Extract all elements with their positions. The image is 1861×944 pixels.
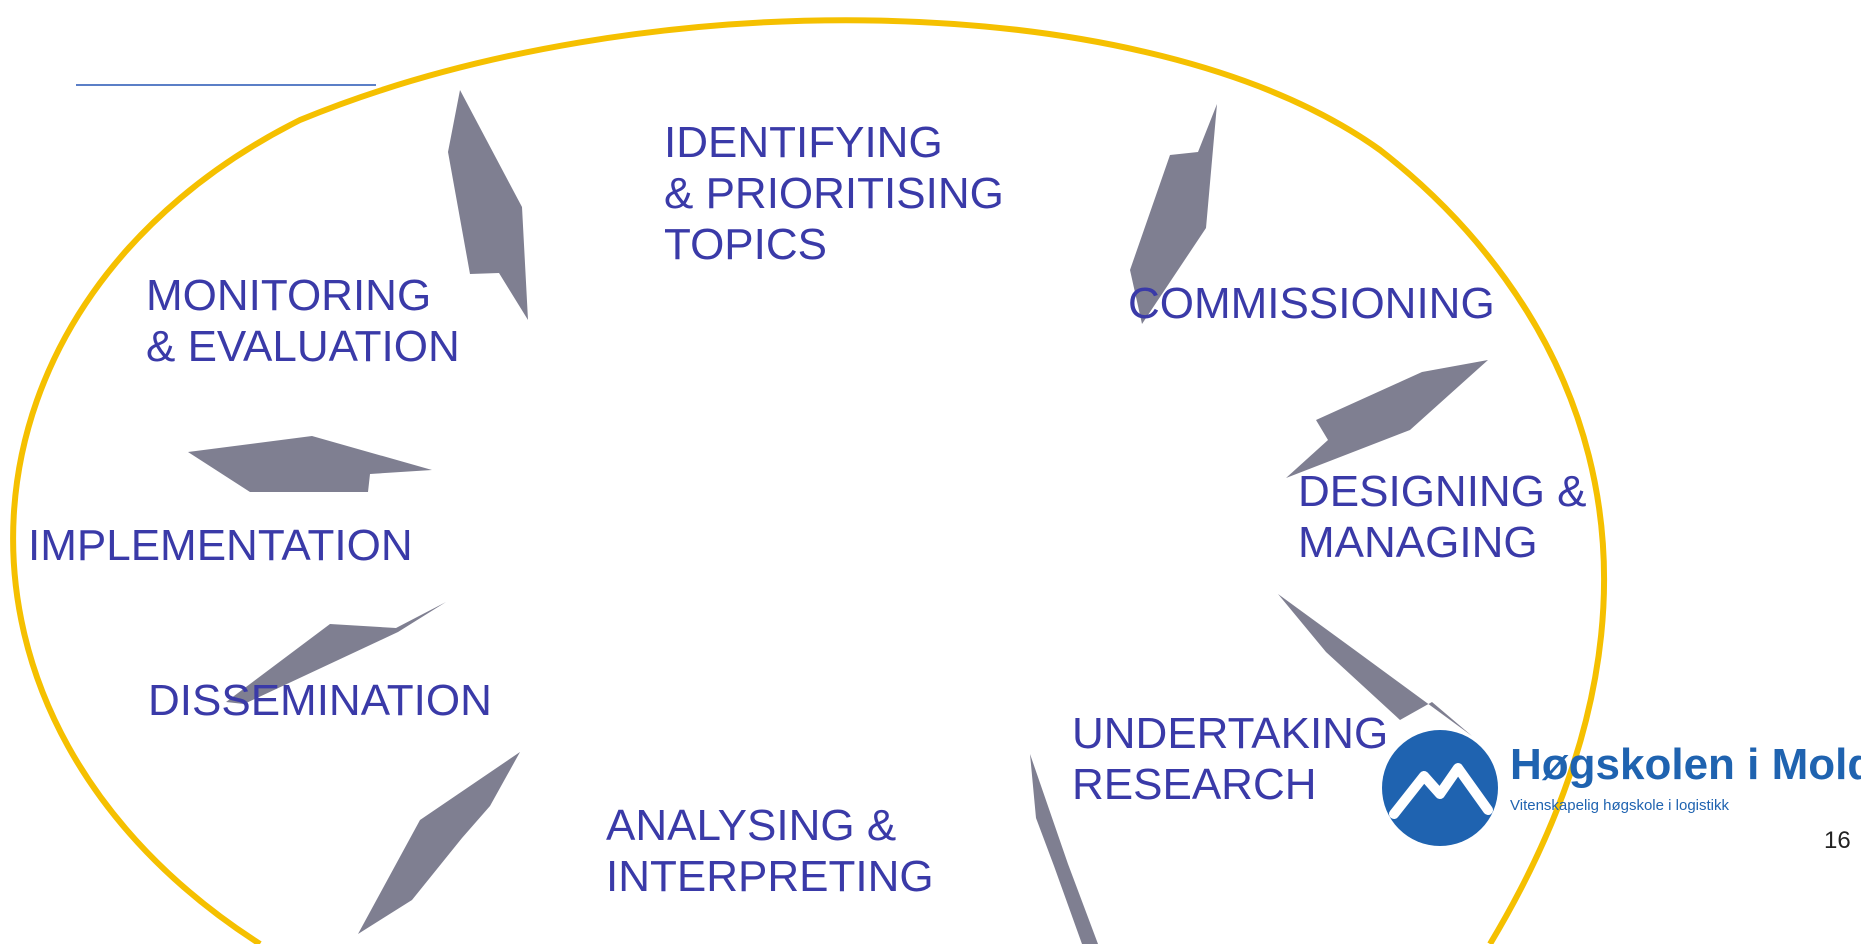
arrow-group <box>188 90 1488 944</box>
flow-arrow-8 <box>188 436 432 492</box>
stage-label-implementation: IMPLEMENTATION <box>28 521 413 570</box>
mountain-logo-icon <box>1382 730 1498 846</box>
stage-label-monitoring: MONITORING& EVALUATION <box>146 271 460 372</box>
logo-tagline: Vitenskapelig høgskole i logistikk <box>1510 797 1730 814</box>
stage-label-designing: DESIGNING &MANAGING <box>1298 467 1587 568</box>
page-number: 16 <box>1824 827 1851 854</box>
stage-label-dissemination: DISSEMINATION <box>148 676 492 725</box>
flow-arrow-4 <box>1278 594 1472 736</box>
cycle-ring <box>10 17 1607 944</box>
header-rule <box>76 84 376 86</box>
institution-logo: Høgskolen i Molde Vitenskapelig høgskole… <box>1380 728 1861 854</box>
stage-label-analysing: ANALYSING &INTERPRETING <box>606 801 934 902</box>
flow-arrow-1 <box>448 90 528 320</box>
logo-name: Høgskolen i Molde <box>1510 740 1861 789</box>
flow-arrow-6 <box>358 752 520 934</box>
flow-arrow-7 <box>226 602 446 704</box>
flow-arrow-3 <box>1286 360 1488 478</box>
flow-arrow-2 <box>1130 104 1217 324</box>
stage-label-commissioning: COMMISSIONING <box>1128 279 1495 328</box>
